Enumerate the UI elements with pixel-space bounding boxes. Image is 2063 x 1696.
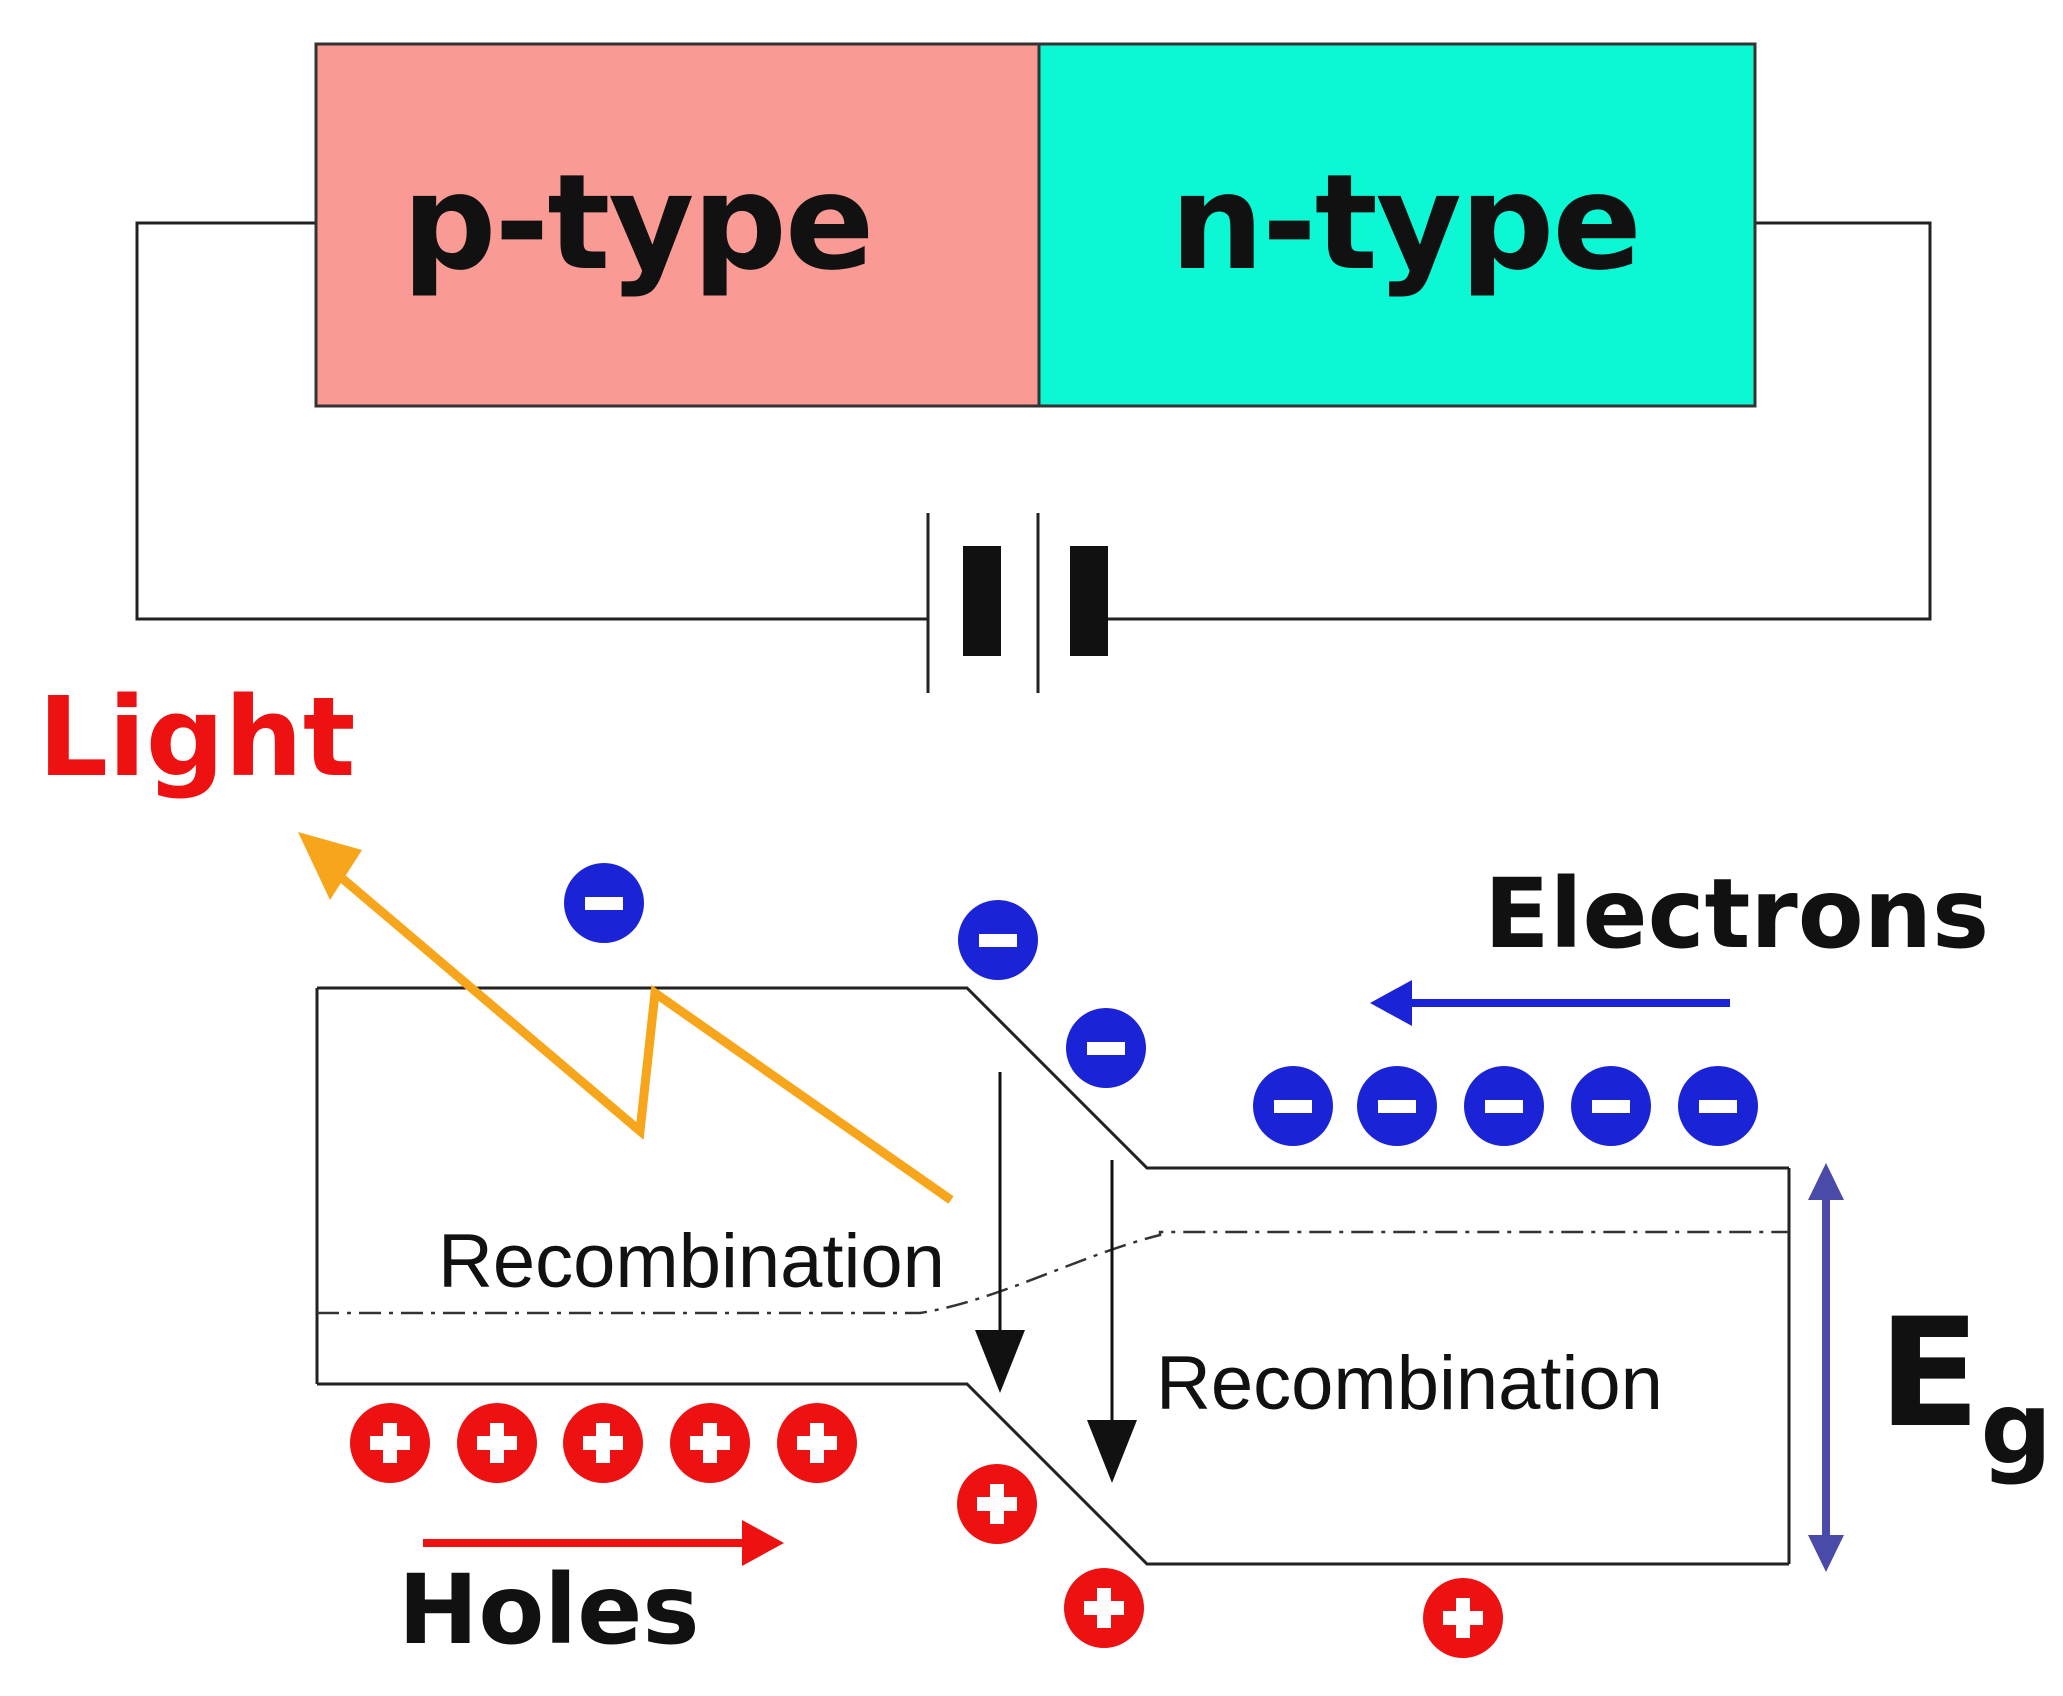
recombination-label-1: Recombination — [438, 1219, 945, 1304]
energy-gap-arrow — [1808, 1163, 1844, 1572]
band-diagram: Light Electrons Holes Recombination Reco… — [38, 673, 2052, 1666]
right-wire — [1104, 221, 1932, 621]
hole-icon — [457, 1403, 537, 1483]
light-label: Light — [38, 673, 355, 801]
electron-icon — [1678, 1066, 1758, 1146]
light-emission — [298, 832, 954, 1204]
hole-icon — [777, 1403, 857, 1483]
electron-icon — [564, 863, 644, 943]
electron-icon — [1066, 1008, 1146, 1088]
electrons — [564, 863, 1758, 1146]
electron-icon — [1571, 1066, 1651, 1146]
n-type-label: n-type — [1170, 146, 1640, 300]
conduction-band-edge — [317, 986, 1789, 1170]
pn-junction: p-type n-type — [314, 42, 1757, 408]
electrons-label: Electrons — [1484, 858, 1989, 970]
hole-icon — [350, 1403, 430, 1483]
n-type-region — [1037, 42, 1757, 408]
electron-icon — [1464, 1066, 1544, 1146]
p-type-label: p-type — [402, 146, 872, 300]
electron-icon — [1357, 1066, 1437, 1146]
hole-drift-arrow — [423, 1520, 784, 1566]
hole-icon — [957, 1464, 1037, 1544]
recombination-arrow-2 — [1087, 1160, 1137, 1483]
hole-icon — [563, 1403, 643, 1483]
hole-icon — [670, 1403, 750, 1483]
valence-band-edge — [317, 1382, 1789, 1566]
electron-icon — [958, 900, 1038, 980]
circuit — [135, 221, 1932, 693]
electron-drift-arrow — [1370, 980, 1730, 1026]
hole-icon — [1423, 1578, 1503, 1658]
holes — [350, 1403, 1503, 1658]
hole-icon — [1064, 1568, 1144, 1648]
battery-icon — [926, 513, 1108, 693]
p-type-region — [314, 42, 1041, 408]
holes-label: Holes — [398, 1554, 699, 1666]
recombination-label-2: Recombination — [1156, 1341, 1663, 1426]
recombination-arrow-1 — [975, 1072, 1025, 1393]
fermi-level — [317, 1230, 1789, 1315]
energy-gap-symbol: Eg — [1878, 1287, 2052, 1487]
electron-icon — [1253, 1066, 1333, 1146]
left-wire — [135, 221, 928, 621]
